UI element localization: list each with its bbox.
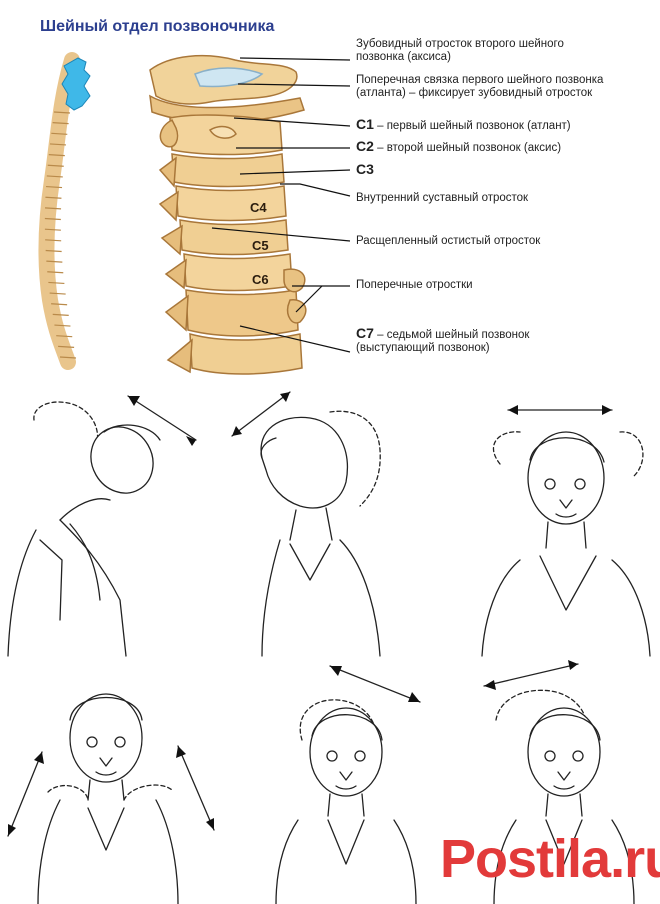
figure-tilt-1 [275, 699, 417, 904]
spine-segment [45, 196, 62, 199]
figure-tilt-2 [493, 689, 635, 904]
label-c1: C1 – первый шейный позвонок (атлант) [356, 116, 571, 133]
spine-segment [47, 164, 64, 167]
diagram-title: Шейный отдел позвоночника [40, 18, 275, 35]
arrow-4a [7, 751, 43, 837]
figure-shoulders [37, 693, 179, 904]
spine-segment [51, 303, 68, 306]
label-c1-code: C1 [356, 116, 374, 132]
label-c1-text: – первый шейный позвонок (атлант) [373, 120, 571, 132]
spine-segment [46, 260, 63, 263]
arrow-1 [127, 395, 197, 441]
spine-segment [53, 111, 71, 114]
spine-segment [49, 143, 67, 146]
spine-segment [46, 175, 63, 178]
label-transverse-processes: Поперечные отростки [356, 279, 473, 291]
label-c2-code: C2 [356, 138, 374, 154]
arrow-2 [231, 391, 291, 437]
leader-lines [211, 57, 351, 353]
spine-segment [54, 324, 71, 327]
spine-segment [45, 207, 62, 210]
figure-head-turn [481, 431, 651, 657]
watermark-prefix: P [440, 829, 476, 889]
label-c3: C3 [356, 161, 374, 178]
figure-head-back [7, 401, 161, 657]
spine-segment [52, 122, 69, 125]
watermark-name: ostila [475, 829, 611, 889]
spine-segment [49, 292, 66, 295]
spine-segment [56, 335, 73, 338]
spine-segment [52, 313, 69, 316]
watermark-tld: ru [624, 829, 660, 889]
arrow-5 [329, 665, 421, 703]
vertebra-label-c6: C6 [252, 272, 269, 287]
arrow-6 [483, 663, 579, 687]
spine-overview [38, 52, 91, 370]
spine-segment [45, 185, 63, 189]
label-spinous-process: Расщепленный остистый отросток [356, 235, 541, 247]
label-c3-code: C3 [356, 161, 374, 177]
label-odontoid: Зубовидный отросток второго шейного позв… [356, 38, 564, 63]
watermark: Postila.ru [440, 828, 660, 890]
spine-segment [48, 154, 65, 157]
label-c2: C2 – второй шейный позвонок (аксис) [356, 138, 562, 155]
vertebra-label-c4: C4 [250, 200, 267, 215]
label-articular-process: Внутренний суставный отросток [356, 192, 529, 204]
label-c2-text: – второй шейный позвонок (аксис) [373, 142, 562, 154]
label-transverse-ligament: Поперечная связка первого шейного позвон… [356, 74, 604, 99]
exercise-figures [7, 391, 651, 904]
spine-segment [44, 217, 61, 221]
spine-segment [44, 228, 61, 231]
spine-segment [59, 356, 77, 359]
label-c7-code: C7 [356, 325, 374, 341]
spine-segment [45, 249, 62, 253]
label-c7: C7 – седьмой шейный позвонок (выступающи… [356, 325, 576, 355]
spine-segment [48, 281, 65, 285]
label-c7-text: – седьмой шейный позвонок (выступающий п… [356, 329, 530, 354]
spine-segment [58, 345, 75, 348]
arrow-4b [177, 745, 215, 831]
figure-head-forward [260, 410, 381, 657]
cervical-vertebrae [149, 54, 307, 375]
spine-segment [51, 132, 68, 135]
spine-segment [47, 271, 64, 274]
vertebra-label-c5: C5 [252, 238, 269, 253]
watermark-dot: . [610, 829, 625, 889]
spine-segment [45, 239, 62, 242]
